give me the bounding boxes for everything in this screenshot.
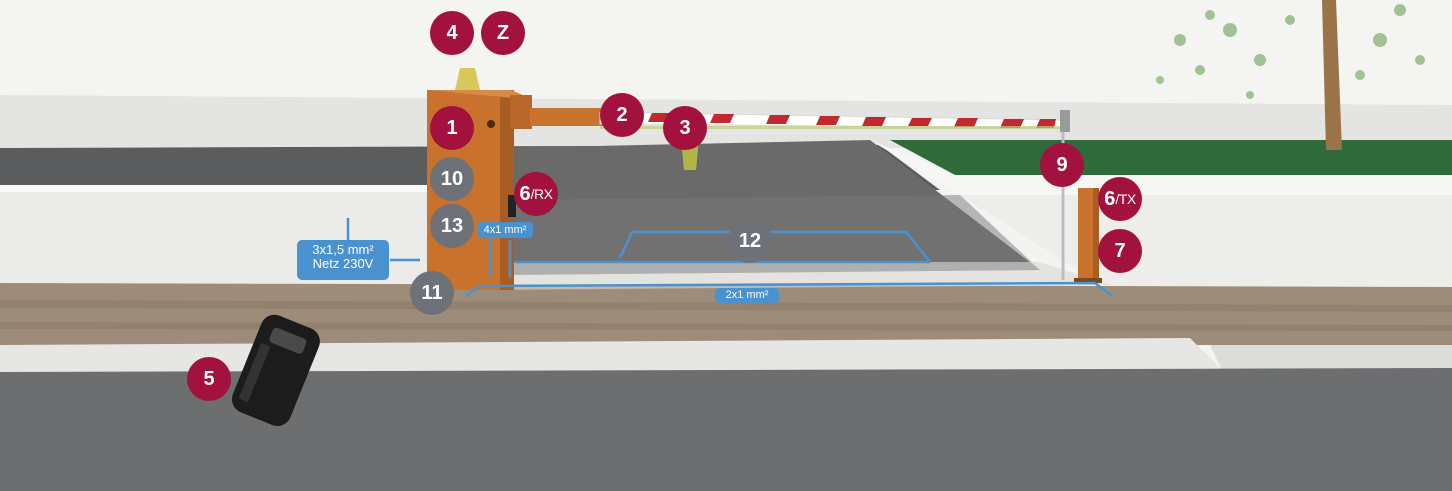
cable-power-spec: 3x1,5 mm² bbox=[297, 243, 389, 257]
callout-6-tx-number: 6 bbox=[1104, 188, 1115, 211]
callout-6-rx-number: 6 bbox=[520, 183, 531, 206]
callout-10: 10 bbox=[430, 157, 474, 201]
callout-9: 9 bbox=[1040, 143, 1084, 187]
grass bbox=[890, 140, 1452, 175]
boom-arm-base bbox=[530, 108, 605, 126]
left-wall-top bbox=[0, 185, 430, 192]
callout-12: 12 bbox=[728, 219, 772, 263]
boom-fork bbox=[1060, 110, 1070, 132]
callout-4: 4 bbox=[430, 11, 474, 55]
cable-tag-control: 4x1 mm² bbox=[477, 222, 533, 238]
cable-tag-power: 3x1,5 mm² Netz 230V bbox=[297, 240, 389, 280]
callout-6-tx: 6/TX bbox=[1098, 177, 1142, 221]
cable-power-voltage: Netz 230V bbox=[297, 257, 389, 271]
callout-6-rx: 6/RX bbox=[514, 172, 558, 216]
callout-6-rx-suffix: /RX bbox=[531, 186, 553, 202]
callout-13: 13 bbox=[430, 204, 474, 248]
callout-2: 2 bbox=[600, 93, 644, 137]
callout-z: Z bbox=[481, 11, 525, 55]
callout-1: 1 bbox=[430, 106, 474, 150]
callout-7: 7 bbox=[1098, 229, 1142, 273]
callout-11: 11 bbox=[410, 271, 454, 315]
callout-6-tx-suffix: /TX bbox=[1115, 191, 1135, 207]
callout-5: 5 bbox=[187, 357, 231, 401]
callout-3: 3 bbox=[663, 106, 707, 150]
cable-tag-photocell: 2x1 mm² bbox=[715, 288, 779, 303]
